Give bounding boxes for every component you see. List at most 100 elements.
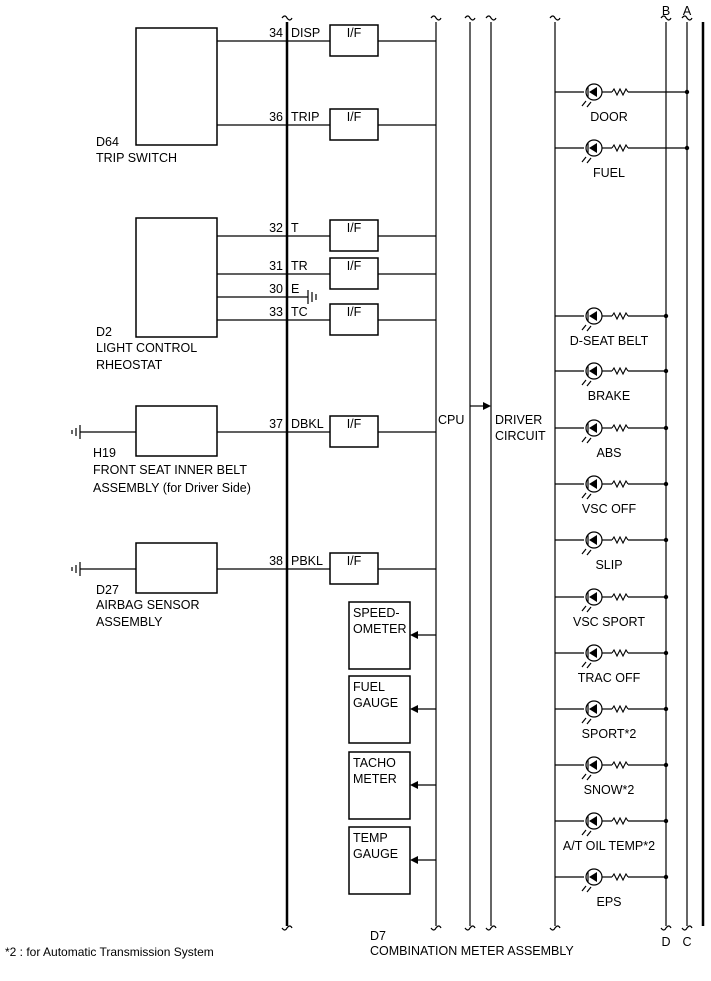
break-mark [485, 15, 497, 21]
junction-dot [663, 874, 669, 880]
pin-number: 33 [269, 305, 283, 319]
led-icon [589, 143, 597, 153]
led-icon [586, 437, 592, 444]
led-icon [586, 493, 592, 500]
gauge-arrowhead [410, 781, 418, 789]
led-icon [581, 492, 587, 499]
led-icon [589, 423, 597, 433]
pin-number: 32 [269, 221, 283, 235]
led-icon [581, 717, 587, 724]
led-icon [589, 479, 597, 489]
bus-label-c: C [682, 935, 691, 949]
led-icon [586, 380, 592, 387]
interface-label: I/F [347, 221, 362, 235]
indicator-label: VSC OFF [582, 502, 637, 516]
resistor-icon [611, 872, 629, 882]
break-mark [681, 925, 693, 931]
gauge-label: SPEED- [353, 606, 400, 620]
resistor-icon [611, 311, 629, 321]
resistor-icon [611, 592, 629, 602]
led-icon [581, 324, 587, 331]
pin-number: 37 [269, 417, 283, 431]
pin-signal: TC [291, 305, 308, 319]
gauge-box [348, 826, 411, 895]
pin-signal: PBKL [291, 554, 323, 568]
interface-label: I/F [347, 554, 362, 568]
gauge-box [348, 675, 411, 744]
junction-dot [663, 594, 669, 600]
led-icon [586, 886, 592, 893]
led-icon [581, 156, 587, 163]
combination-meter-name: COMBINATION METER ASSEMBLY [370, 944, 574, 958]
pin-number: 31 [269, 259, 283, 273]
break-mark [281, 15, 293, 21]
led-icon [586, 549, 592, 556]
resistor-icon [611, 366, 629, 376]
indicator-label: FUEL [593, 166, 625, 180]
pin-signal: E [291, 282, 299, 296]
pin-signal: TR [291, 259, 308, 273]
led-icon [586, 101, 592, 108]
break-mark [660, 15, 672, 21]
resistor-icon [611, 816, 629, 826]
gauge-label: GAUGE [353, 847, 398, 861]
pin-signal: DISP [291, 26, 320, 40]
led-icon [581, 661, 587, 668]
led-icon [586, 606, 592, 613]
resistor-icon [611, 423, 629, 433]
belt-assembly-name: ASSEMBLY (for Driver Side) [93, 481, 251, 495]
bus-label-a: A [683, 4, 692, 18]
indicator-label: A/T OIL TEMP*2 [563, 839, 655, 853]
indicator-label: SLIP [595, 558, 622, 572]
interface-box [329, 552, 379, 585]
resistor-icon [611, 479, 629, 489]
junction-dot [663, 368, 669, 374]
indicator-label: TRAC OFF [578, 671, 641, 685]
light-rheostat-box [135, 217, 218, 338]
indicator-label: ABS [596, 446, 621, 460]
led-icon [589, 592, 597, 602]
junction-dot [684, 145, 690, 151]
interface-label: I/F [347, 259, 362, 273]
junction-dot [663, 425, 669, 431]
interface-box [329, 303, 379, 336]
junction-dot [663, 650, 669, 656]
airbag-sensor-name: ASSEMBLY [96, 615, 163, 629]
led-icon [581, 773, 587, 780]
pin-signal: T [291, 221, 299, 235]
led-icon [589, 87, 597, 97]
break-mark [281, 925, 293, 931]
trip-switch-code: D64 [96, 135, 119, 149]
gauge-label: TACHO [353, 756, 396, 770]
break-mark [549, 925, 561, 931]
led-icon [581, 436, 587, 443]
led-icon [581, 605, 587, 612]
break-mark [464, 15, 476, 21]
led-icon [589, 704, 597, 714]
junction-dot [663, 537, 669, 543]
gauge-box [348, 601, 411, 670]
break-mark [485, 925, 497, 931]
driver-circuit-label: DRIVER [495, 413, 542, 427]
resistor-icon [611, 87, 629, 97]
interface-label: I/F [347, 110, 362, 124]
gauge-arrowhead [410, 631, 418, 639]
gauge-arrowhead [410, 705, 418, 713]
indicator-label: SNOW*2 [584, 783, 635, 797]
resistor-icon [611, 648, 629, 658]
interface-box [329, 108, 379, 141]
break-mark [464, 925, 476, 931]
airbag-sensor-code: D27 [96, 583, 119, 597]
led-icon [586, 157, 592, 164]
indicator-label: VSC SPORT [573, 615, 645, 629]
gauge-label: OMETER [353, 622, 406, 636]
led-icon [589, 648, 597, 658]
airbag-sensor-box [135, 542, 218, 594]
resistor-icon [611, 143, 629, 153]
junction-dot [663, 313, 669, 319]
junction-dot [663, 481, 669, 487]
led-icon [589, 366, 597, 376]
pin-number: 36 [269, 110, 283, 124]
junction-dot [663, 818, 669, 824]
